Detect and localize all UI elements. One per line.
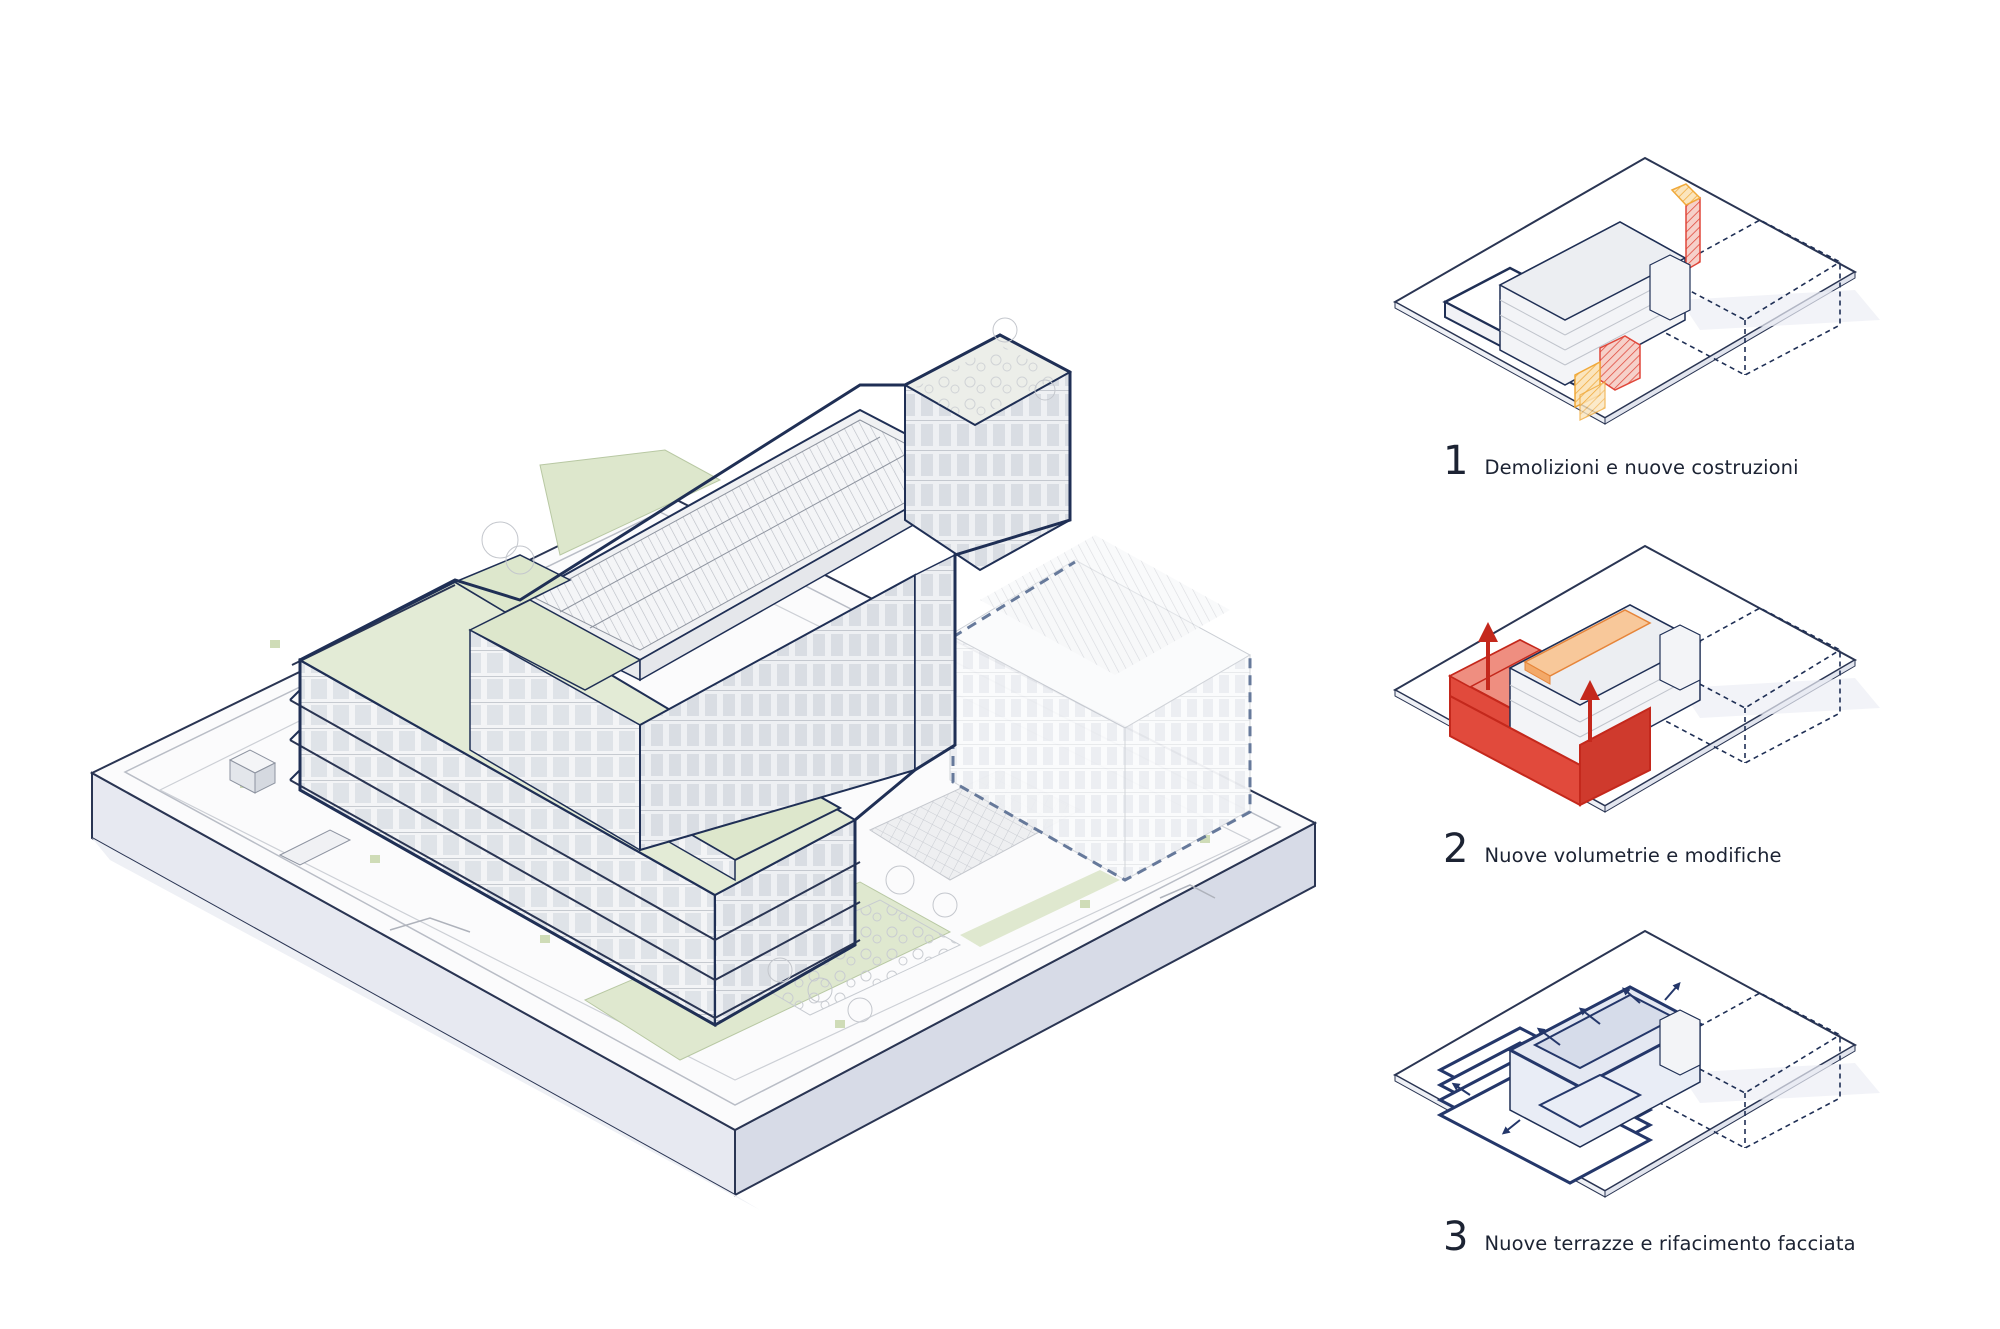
main-building — [289, 333, 1073, 1028]
tower-right-facade — [914, 553, 956, 772]
step-2-diagram — [1392, 544, 1880, 813]
step-2-label: 2 Nuove volumetrie e modifiche — [1443, 826, 1782, 872]
base-shadow — [92, 838, 760, 1210]
step-1-number: 1 — [1443, 438, 1469, 484]
step-3-label: 3 Nuove terrazze e rifacimento facciata — [1443, 1214, 1856, 1260]
existing-ghost-building — [948, 535, 1252, 882]
demolition-piece-top — [1685, 196, 1701, 272]
step-1-diagram — [1392, 156, 1880, 425]
step-2-title: Nuove volumetrie e modifiche — [1484, 844, 1782, 867]
renovated-outline — [298, 333, 1072, 1027]
step-3-title: Nuove terrazze e rifacimento facciata — [1484, 1232, 1856, 1255]
step-3-number: 3 — [1443, 1214, 1469, 1260]
green-strip-right — [960, 870, 1120, 947]
step-1-title: Demolizioni e nuove costruzioni — [1484, 456, 1799, 479]
step-2-number: 2 — [1443, 826, 1469, 872]
main-site-model — [89, 317, 1318, 1210]
step-1-label: 1 Demolizioni e nuove costruzioni — [1443, 438, 1799, 484]
step-3-diagram — [1392, 929, 1880, 1198]
outward-arrow-icon — [1536, 1027, 1561, 1046]
construction-piece-top — [1670, 183, 1702, 206]
green-area-back — [539, 449, 722, 556]
